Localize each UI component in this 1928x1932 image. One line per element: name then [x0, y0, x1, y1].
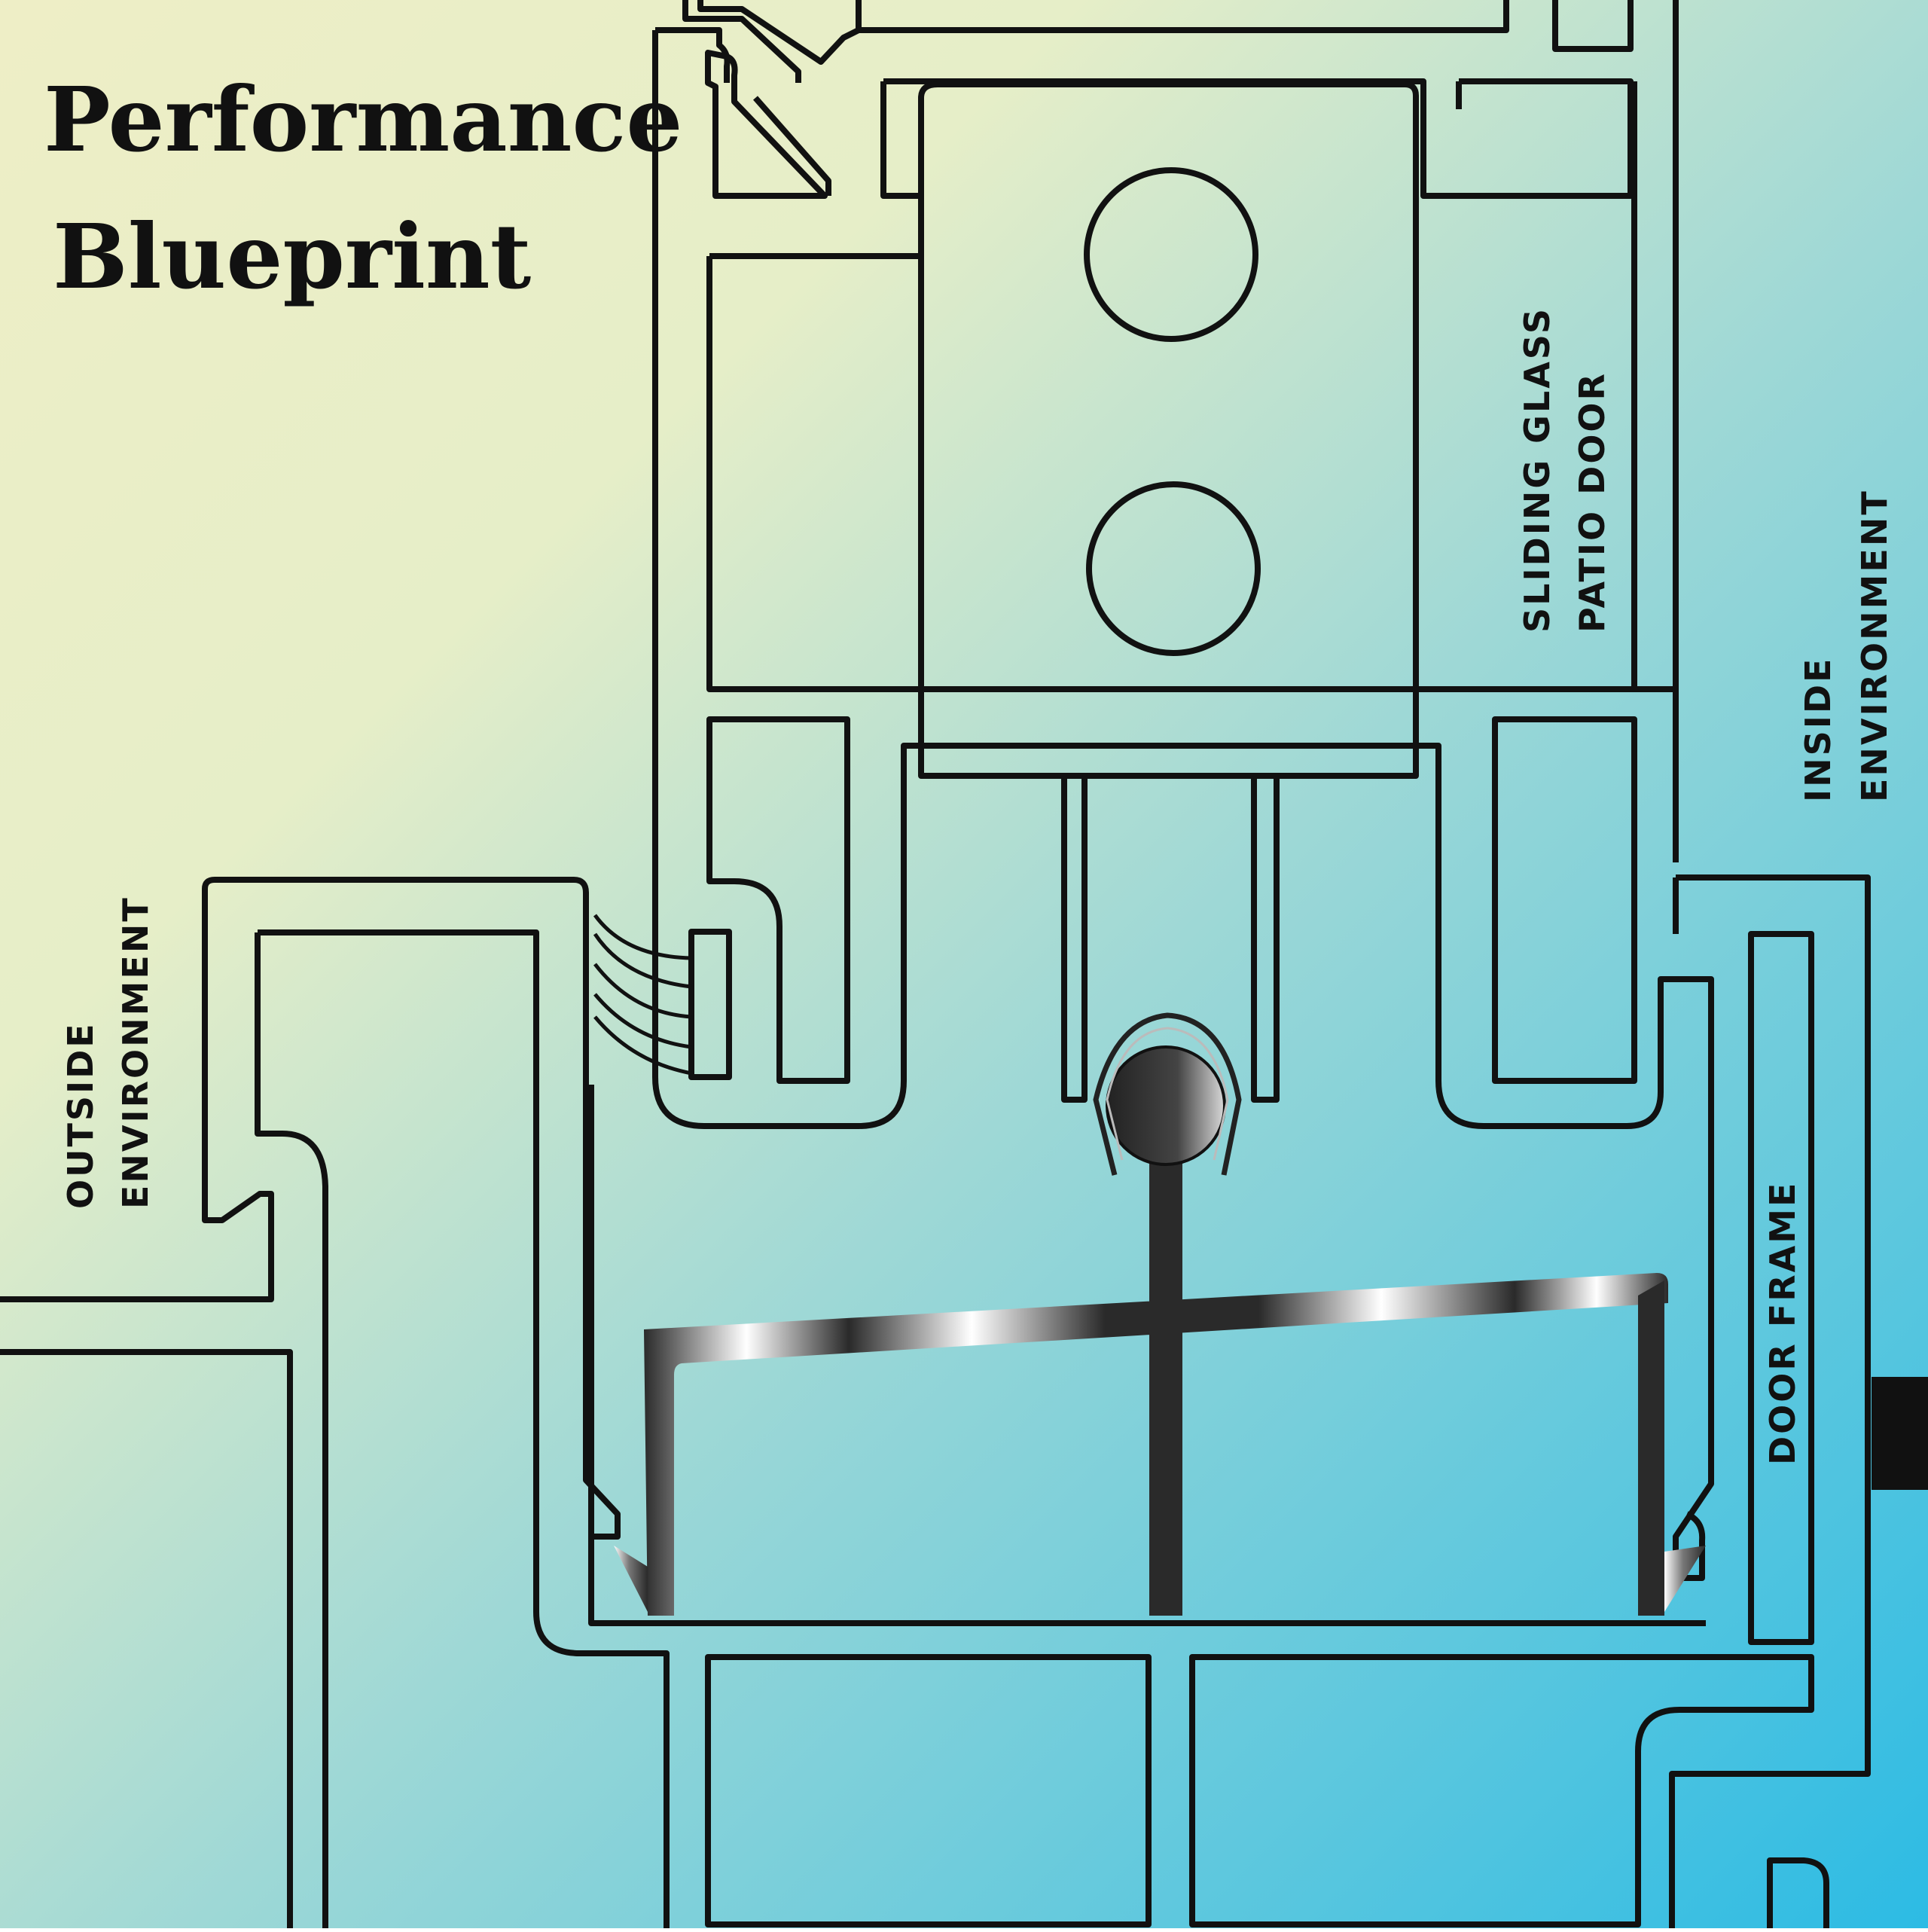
weather-seal — [614, 1012, 1706, 1616]
label-sliding-door-line-1: SLIDING GLASS — [1517, 307, 1557, 633]
sill-profile — [0, 874, 1871, 1928]
inside-edge-block — [1872, 1377, 1928, 1490]
label-sliding-glass-patio-door: SLIDING GLASS PATIO DOOR — [1517, 307, 1612, 633]
label-inside-line-2: ENVIRONMENT — [1854, 489, 1895, 802]
title-line-1: Performance — [44, 67, 682, 172]
title-line-2: Blueprint — [53, 204, 531, 309]
label-sliding-door-line-2: PATIO DOOR — [1572, 371, 1612, 633]
label-outside-line-1: OUTSIDE — [60, 1021, 101, 1209]
label-inside-environment: INSIDE ENVIRONMENT — [1798, 489, 1895, 802]
label-outside-line-2: ENVIRONMENT — [115, 896, 156, 1209]
label-outside-environment: OUTSIDE ENVIRONMENT — [60, 896, 156, 1209]
label-door-frame: DOOR FRAME — [1762, 1181, 1803, 1465]
label-inside-line-1: INSIDE — [1798, 657, 1838, 802]
